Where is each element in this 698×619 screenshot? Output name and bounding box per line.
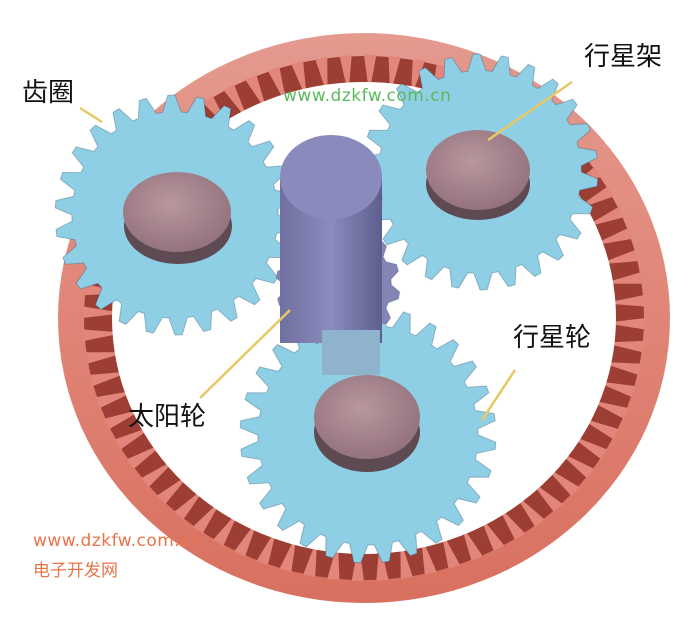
leader-planet xyxy=(480,369,517,421)
planet-gear-bottom xyxy=(239,306,497,564)
label-ring-gear: 齿圈 xyxy=(22,78,75,108)
label-planet-carrier: 行星架 xyxy=(584,42,663,72)
watermark-bottom-url: www.dzkfw.com.cn xyxy=(33,531,202,551)
label-planet-gear: 行星轮 xyxy=(513,323,592,353)
leader-carrier xyxy=(487,80,573,142)
watermark-site-name: 电子开发网 xyxy=(33,561,118,581)
leader-sun xyxy=(199,309,291,399)
sun-gear xyxy=(275,135,401,375)
planet-gear-left xyxy=(54,94,296,336)
watermark-top-url: www.dzkfw.com.cn xyxy=(283,86,452,106)
leader-ring xyxy=(79,106,103,124)
leader-lines xyxy=(79,80,573,421)
planet-gear-right xyxy=(361,53,599,291)
label-sun-gear: 太阳轮 xyxy=(128,402,207,432)
